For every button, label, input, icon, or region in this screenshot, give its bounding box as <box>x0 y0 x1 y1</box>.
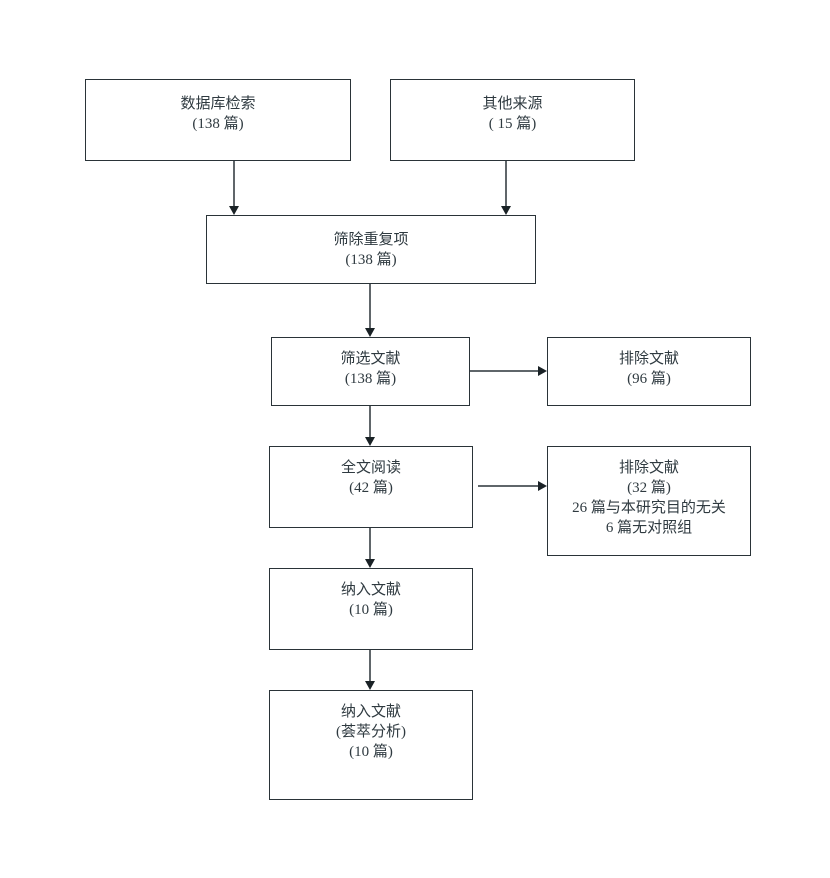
node-count: (10 篇) <box>349 602 393 618</box>
arrowhead-down-icon <box>229 206 239 215</box>
node-other-sources: 其他来源 ( 15 篇) <box>390 79 635 161</box>
node-title: 排除文献 <box>618 351 679 367</box>
node-excluded-screening: 排除文献 (96 篇) <box>547 337 751 406</box>
node-count: (138 篇) <box>345 252 397 268</box>
node-count: (96 篇) <box>627 371 671 387</box>
node-count: (10 篇) <box>349 744 393 760</box>
node-database-search: 数据库检索 (138 篇) <box>85 79 351 161</box>
arrowhead-right-icon <box>538 366 547 376</box>
exclusion-reason: 6 篇无对照组 <box>605 520 693 536</box>
node-remove-duplicates: 筛除重复项 (138 篇) <box>206 215 536 284</box>
node-count: (32 篇) <box>627 480 671 496</box>
node-title: 全文阅读 <box>340 460 401 476</box>
arrowhead-down-icon <box>365 328 375 337</box>
arrowhead-down-icon <box>365 681 375 690</box>
arrowhead-down-icon <box>365 559 375 568</box>
node-title: 其他来源 <box>482 96 543 112</box>
node-count: (138 篇) <box>344 371 397 387</box>
node-title: 排除文献 <box>618 460 679 476</box>
node-title: 纳入文献 <box>340 582 401 598</box>
node-title: 筛选文献 <box>340 351 401 367</box>
node-count: ( 15 篇) <box>488 116 537 132</box>
node-included-meta-analysis: 纳入文献 (荟萃分析) (10 篇) <box>269 690 473 800</box>
node-title: 筛除重复项 <box>333 232 409 248</box>
node-screen-records: 筛选文献 (138 篇) <box>271 337 470 406</box>
node-count: (42 篇) <box>349 480 393 496</box>
node-title: 数据库检索 <box>180 96 256 112</box>
node-count: (138 篇) <box>192 116 244 132</box>
node-excluded-full-text: 排除文献 (32 篇) 26 篇与本研究目的无关 6 篇无对照组 <box>547 446 751 556</box>
node-full-text: 全文阅读 (42 篇) <box>269 446 473 528</box>
arrowhead-right-icon <box>538 481 547 491</box>
node-subtitle: (荟萃分析) <box>336 724 406 740</box>
arrowhead-down-icon <box>501 206 511 215</box>
exclusion-reason: 26 篇与本研究目的无关 <box>572 500 726 516</box>
node-included: 纳入文献 (10 篇) <box>269 568 473 650</box>
arrowhead-down-icon <box>365 437 375 446</box>
node-title: 纳入文献 <box>340 704 401 720</box>
